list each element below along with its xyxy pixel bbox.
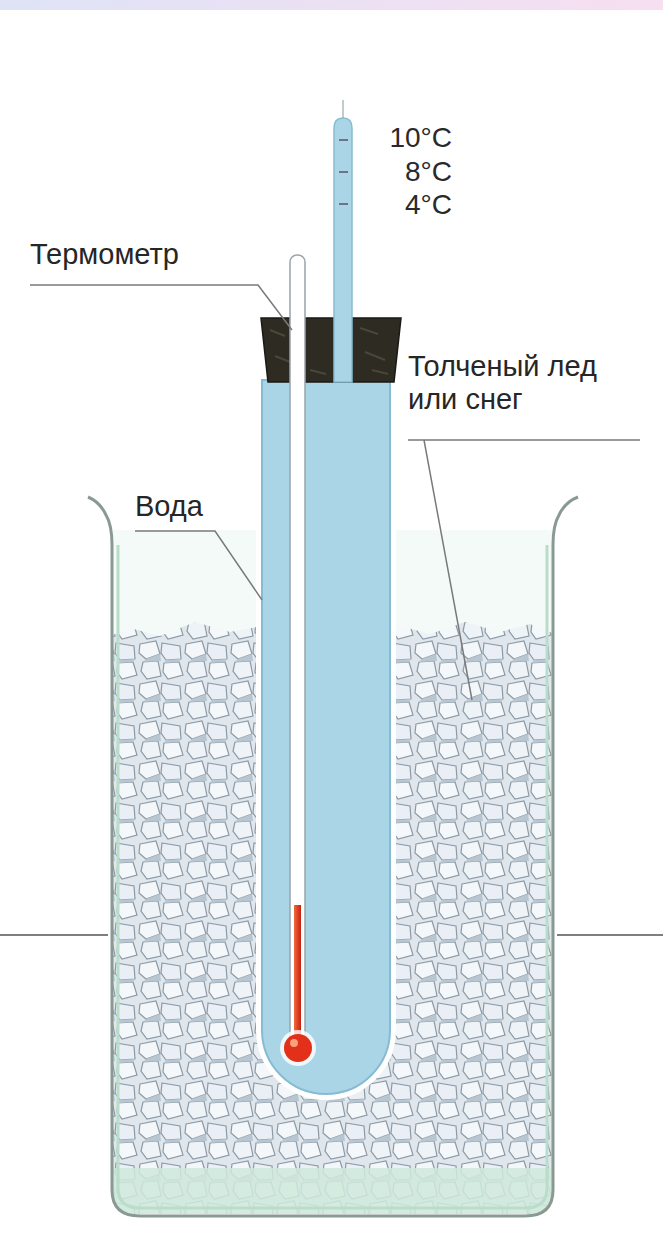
part-label: Вода	[135, 490, 203, 523]
thermometer-column	[294, 905, 301, 1045]
part-label: Термометр	[30, 238, 179, 271]
glass-tube	[334, 118, 352, 382]
slide-line	[557, 934, 663, 936]
scale-mark: 4°C	[405, 191, 452, 219]
bulb-shine	[290, 1039, 298, 1047]
thermometer	[290, 255, 305, 1045]
stopper	[261, 318, 401, 382]
leader-line	[30, 285, 292, 330]
bulb-halo	[280, 1030, 316, 1066]
leader-line	[135, 531, 262, 600]
tube-tip	[342, 100, 343, 118]
part-label: Толченый лед или снег	[408, 350, 636, 417]
scale-mark: 10°C	[389, 124, 452, 152]
stopper-texture	[270, 328, 388, 374]
thermometer-bulb	[284, 1034, 312, 1062]
scale-ticks	[339, 140, 348, 204]
header-band	[0, 0, 663, 10]
tube-halo	[262, 380, 390, 1094]
test-tube	[262, 380, 390, 1094]
slide-line	[0, 934, 108, 936]
leader-line	[408, 440, 640, 700]
scale-mark: 8°C	[405, 158, 452, 186]
